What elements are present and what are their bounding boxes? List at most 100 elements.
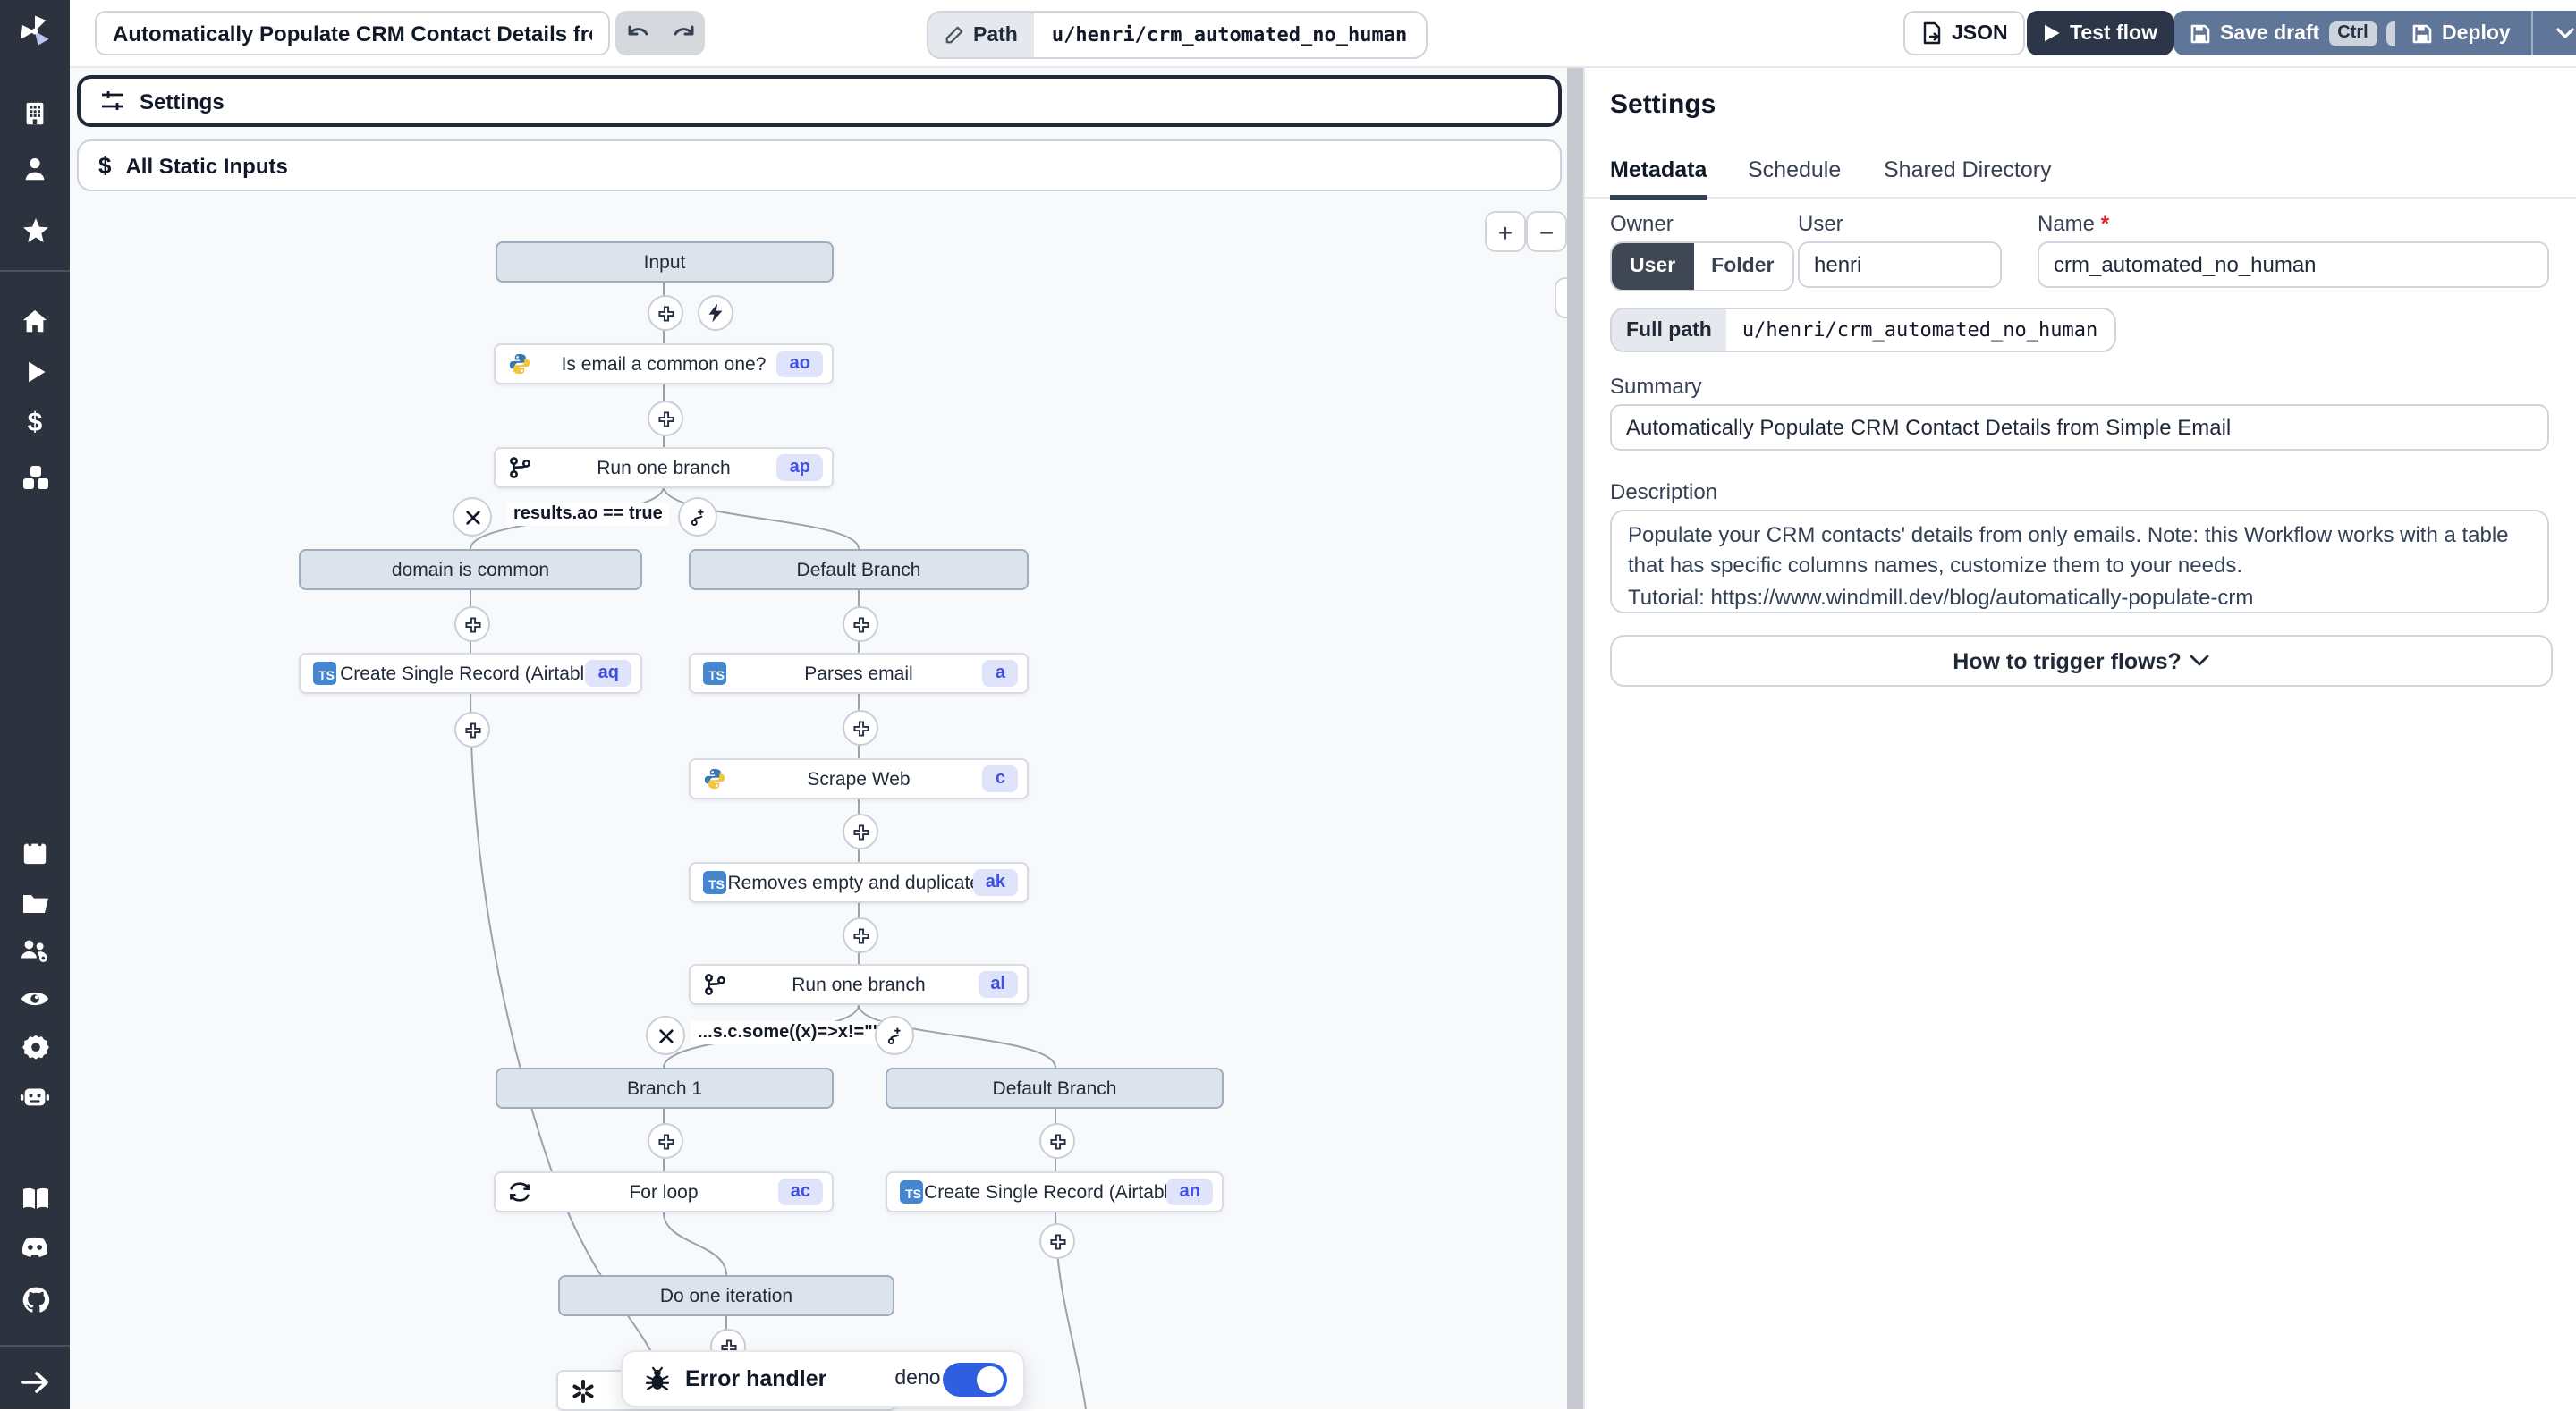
description-textarea[interactable]: Populate your CRM contacts' details from… xyxy=(1610,510,2549,613)
flow-settings-bar[interactable]: Settings xyxy=(77,75,1562,127)
star-icon[interactable] xyxy=(0,216,70,245)
error-handler-label: Error handler xyxy=(685,1366,827,1391)
book-icon[interactable] xyxy=(0,1187,70,1211)
flow-node-step[interactable]: Is email a common one? ao xyxy=(494,343,834,384)
flow-node-step[interactable]: TS Create Single Record (Airtable) aq xyxy=(299,653,642,694)
error-handler-runtime: deno xyxy=(894,1368,941,1390)
gear-icon[interactable] xyxy=(0,1034,70,1062)
flow-branch-header[interactable]: Default Branch xyxy=(689,549,1029,590)
git-branch-icon xyxy=(703,973,726,996)
owner-user-option[interactable]: User xyxy=(1612,243,1694,290)
flow-node-step[interactable]: Run one branch ap xyxy=(494,447,834,488)
settings-tabs: Metadata Schedule Shared Directory xyxy=(1585,145,2576,200)
windmill-logo[interactable] xyxy=(0,13,70,50)
add-step-button[interactable] xyxy=(843,710,878,746)
owner-folder-option[interactable]: Folder xyxy=(1693,243,1792,290)
add-branch-button[interactable] xyxy=(678,497,717,537)
full-path-label: Full path xyxy=(1612,309,1726,351)
add-step-button[interactable] xyxy=(843,917,878,953)
flow-node-step[interactable]: TS Removes empty and duplicates ak xyxy=(689,862,1029,903)
how-to-trigger-button[interactable]: How to trigger flows? xyxy=(1610,635,2553,687)
remove-branch-button[interactable] xyxy=(453,497,492,537)
flow-name-input[interactable] xyxy=(2038,241,2549,288)
add-step-button[interactable] xyxy=(843,606,878,642)
people-gear-icon[interactable] xyxy=(0,937,70,964)
remove-branch-button[interactable] xyxy=(646,1016,685,1055)
flow-title-input[interactable] xyxy=(95,11,610,55)
add-step-button[interactable] xyxy=(1039,1223,1075,1259)
save-icon xyxy=(2412,23,2432,43)
flow-branch-header[interactable]: Branch 1 xyxy=(496,1068,834,1109)
step-id-badge: ak xyxy=(972,869,1018,896)
error-handler-panel[interactable]: Error handler deno xyxy=(621,1350,1025,1407)
add-step-button[interactable] xyxy=(1039,1123,1075,1159)
error-handler-toggle[interactable] xyxy=(943,1362,1007,1396)
add-step-button[interactable] xyxy=(454,606,490,642)
flow-settings-label: Settings xyxy=(140,89,225,114)
add-step-button[interactable] xyxy=(648,295,683,331)
required-asterisk: * xyxy=(2100,211,2110,236)
step-id-badge: ac xyxy=(777,1179,823,1205)
path-value: u/henri/crm_automated_no_human xyxy=(1051,23,1408,46)
robot-icon[interactable] xyxy=(0,1084,70,1109)
trigger-bolt-button[interactable] xyxy=(698,295,733,331)
dollar-icon[interactable]: $ xyxy=(27,408,43,438)
undo-button[interactable] xyxy=(618,14,657,52)
flow-node-step[interactable]: Scrape Web c xyxy=(689,758,1029,799)
add-step-button[interactable] xyxy=(843,814,878,849)
flow-node-input[interactable]: Input xyxy=(496,241,834,283)
summary-input[interactable] xyxy=(1610,404,2549,451)
save-draft-button[interactable]: Save draft Ctrl S xyxy=(2174,11,2433,55)
flow-branch-header[interactable]: Default Branch xyxy=(886,1068,1224,1109)
arrow-right-icon[interactable] xyxy=(0,1370,70,1395)
add-branch-button[interactable] xyxy=(875,1016,914,1055)
branch-condition-label[interactable]: ...s.c.some((x)=>x!="") xyxy=(691,1021,894,1044)
test-flow-button[interactable]: Test flow xyxy=(2027,11,2174,55)
ctrl-key-badge: Ctrl xyxy=(2328,21,2377,46)
zoom-in-button[interactable]: + xyxy=(1485,211,1526,252)
zoom-out-button[interactable]: − xyxy=(1526,211,1567,252)
owner-user-input[interactable] xyxy=(1798,241,2002,288)
python-icon xyxy=(703,767,726,790)
deploy-dropdown-button[interactable] xyxy=(2543,27,2576,39)
git-branch-icon xyxy=(508,456,531,479)
calendar-icon[interactable] xyxy=(0,839,70,866)
building-icon[interactable] xyxy=(0,100,70,127)
dollar-icon: $ xyxy=(98,152,112,179)
branch-condition-label[interactable]: results.ao == true xyxy=(506,503,670,526)
redo-button[interactable] xyxy=(663,14,702,52)
add-step-button[interactable] xyxy=(648,1123,683,1159)
sidebar-divider xyxy=(0,1345,70,1347)
flow-node-step[interactable]: For loop ac xyxy=(494,1171,834,1212)
flow-node-step[interactable]: TS Create Single Record (Airtable) an xyxy=(886,1171,1224,1212)
all-static-inputs-bar[interactable]: $ All Static Inputs xyxy=(77,139,1562,191)
cubes-icon[interactable] xyxy=(0,463,70,492)
step-id-badge: al xyxy=(978,971,1018,998)
play-icon[interactable] xyxy=(0,359,70,384)
full-path-value: u/henri/crm_automated_no_human xyxy=(1741,318,2098,342)
pane-scrollbar[interactable] xyxy=(1567,66,1583,1409)
step-id-badge: ao xyxy=(776,351,823,377)
discord-icon[interactable] xyxy=(0,1236,70,1259)
eye-icon[interactable] xyxy=(0,987,70,1010)
folder-icon[interactable] xyxy=(0,889,70,917)
name-label: Name * xyxy=(2038,211,2110,236)
flow-node-step[interactable]: Run one branch al xyxy=(689,964,1029,1005)
tab-schedule[interactable]: Schedule xyxy=(1748,157,1842,182)
export-json-icon xyxy=(1923,21,1941,45)
home-icon[interactable] xyxy=(0,308,70,334)
loop-icon xyxy=(508,1180,531,1204)
github-icon[interactable] xyxy=(0,1286,70,1314)
deploy-button[interactable]: Deploy xyxy=(2395,11,2576,55)
flow-node-do-one-iteration[interactable]: Do one iteration xyxy=(558,1275,894,1316)
flow-node-step[interactable]: TS Parses email a xyxy=(689,653,1029,694)
add-step-button[interactable] xyxy=(648,401,683,436)
json-button[interactable]: JSON xyxy=(1903,11,2026,55)
tab-metadata[interactable]: Metadata xyxy=(1610,145,1707,200)
panel-title: Settings xyxy=(1610,89,1716,120)
person-icon[interactable] xyxy=(0,156,70,182)
path-field[interactable]: Path u/henri/crm_automated_no_human xyxy=(927,11,1428,59)
add-step-button[interactable] xyxy=(454,712,490,748)
tab-shared-directory[interactable]: Shared Directory xyxy=(1884,157,2052,182)
flow-branch-header[interactable]: domain is common xyxy=(299,549,642,590)
